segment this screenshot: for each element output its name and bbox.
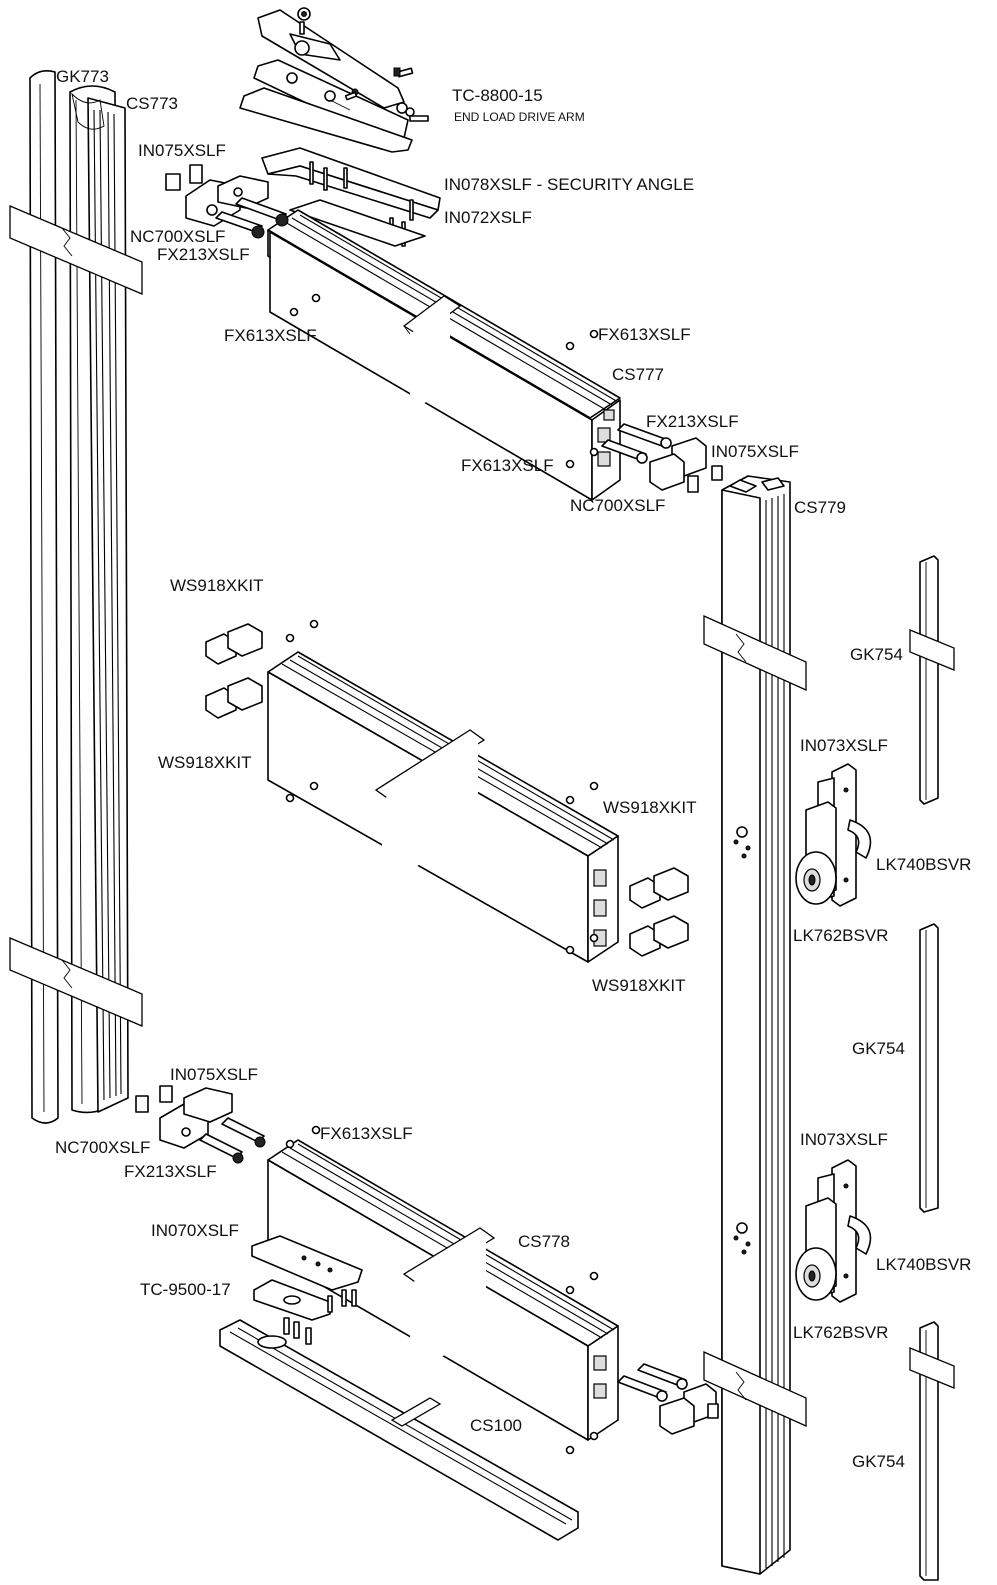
label-ws918-left: WS918XKIT (158, 753, 252, 772)
label-in075-right: IN075XSLF (711, 442, 799, 461)
bottom-right-corner-fittings (617, 1363, 719, 1435)
label-end-load-drive-arm: END LOAD DRIVE ARM (454, 110, 585, 124)
label-gk773: GK773 (56, 67, 109, 86)
label-cs779: CS779 (794, 498, 846, 517)
label-gk754-bottom: GK754 (852, 1452, 905, 1471)
cs779-right-jamb (703, 475, 807, 1575)
cs778-bottom-rail (267, 1139, 619, 1441)
label-fx213-bottom: FX213XSLF (124, 1162, 217, 1181)
label-fx613-top-right: FX613XSLF (598, 325, 691, 344)
label-tc9500: TC-9500-17 (140, 1280, 231, 1299)
top-right-corner-fittings (601, 423, 723, 493)
label-in075-bottom: IN075XSLF (170, 1065, 258, 1084)
label-lk740-bottom: LK740BSVR (876, 1255, 972, 1274)
label-in073-top: IN073XSLF (800, 736, 888, 755)
lock-assembly-top (795, 763, 872, 907)
label-in078: IN078XSLF - SECURITY ANGLE (444, 175, 695, 194)
label-fx613-mid: FX613XSLF (461, 456, 554, 475)
tc8800-drive-arm (239, 7, 429, 153)
label-cs777: CS777 (612, 365, 664, 384)
label-ws918-bottom: WS918XKIT (592, 976, 686, 995)
label-tc8800: TC-8800-15 (452, 86, 543, 105)
bottom-left-corner-fittings (135, 1085, 266, 1164)
label-ws918-right: WS918XKIT (603, 798, 697, 817)
label-in072: IN072XSLF (444, 208, 532, 227)
label-fx613-top-left: FX613XSLF (224, 326, 317, 345)
label-fx213-right: FX213XSLF (646, 412, 739, 431)
label-in070: IN070XSLF (151, 1221, 239, 1240)
cs100-track (219, 1317, 579, 1541)
in070-plate-tc9500 (251, 1235, 363, 1321)
label-lk762-bottom: LK762BSVR (793, 1323, 889, 1342)
label-cs100: CS100 (470, 1416, 522, 1435)
middle-rail (267, 651, 619, 963)
label-in075-top: IN075XSLF (138, 141, 226, 160)
label-cs778: CS778 (518, 1232, 570, 1251)
lock-assembly-bottom (795, 1159, 872, 1303)
label-lk762-top: LK762BSVR (793, 926, 889, 945)
label-nc700-right: NC700XSLF (570, 496, 666, 515)
label-fx213-top: FX213XSLF (157, 245, 250, 264)
fx613-screws (285, 293, 599, 1455)
label-lk740-top: LK740BSVR (876, 855, 972, 874)
ws918-clips (205, 623, 689, 957)
label-gk754-mid: GK754 (852, 1039, 905, 1058)
gk754-gaskets (909, 555, 955, 1581)
label-fx613-bottom: FX613XSLF (320, 1124, 413, 1143)
label-nc700-top: NC700XSLF (130, 227, 226, 246)
label-nc700-bottom: NC700XSLF (55, 1138, 151, 1157)
label-ws918-top: WS918XKIT (170, 576, 264, 595)
label-gk754-top: GK754 (850, 645, 903, 664)
label-cs773: CS773 (126, 94, 178, 113)
security-angle-and-plate (261, 147, 441, 247)
top-left-corner-fittings (165, 164, 289, 239)
label-in073-bottom: IN073XSLF (800, 1130, 888, 1149)
gk773-cs773-profile (9, 70, 143, 1124)
cs777-top-rail (267, 209, 621, 501)
